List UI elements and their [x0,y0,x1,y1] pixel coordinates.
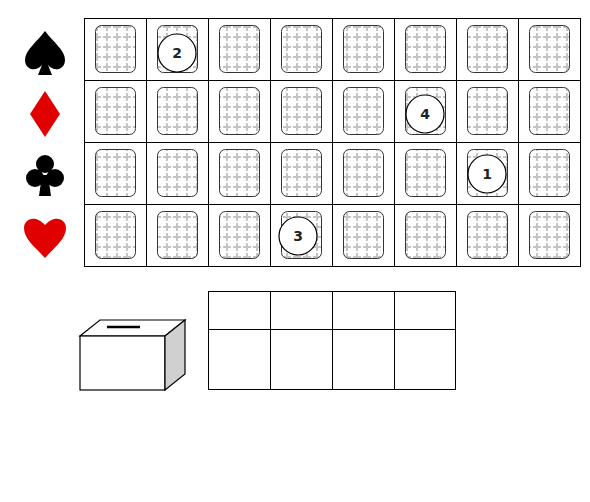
grid-line [84,204,580,205]
grid-line [84,80,580,81]
callout-circle: 4 [405,94,445,134]
callout-circle: 1 [467,154,507,194]
empty-table [208,291,456,390]
face-down-card [220,26,260,73]
face-down-card [282,26,322,73]
callout-circle: 2 [157,33,197,73]
face-down-card [468,88,508,135]
face-down-card [158,212,198,259]
face-down-card [344,150,384,197]
face-down-card [158,150,198,197]
face-down-card [158,88,198,135]
face-down-card [468,212,508,259]
face-down-card [406,26,446,73]
face-down-card [468,26,508,73]
face-down-card [530,212,570,259]
face-down-card [220,88,260,135]
face-down-card [406,212,446,259]
callout-number: 2 [172,46,182,60]
card-box [80,320,185,390]
face-down-card [282,150,322,197]
face-down-card [158,26,198,73]
face-down-card [406,150,446,197]
diamond-symbol [30,91,60,137]
face-down-card [344,212,384,259]
club-symbol [26,155,64,196]
face-down-card [220,212,260,259]
callout-number: 1 [482,167,492,181]
face-down-card [282,88,322,135]
spade-symbol [25,31,65,75]
face-down-card [530,88,570,135]
callout-circle: 3 [278,216,318,256]
grid-line [84,142,580,143]
card-grid [84,18,581,267]
suit-symbols [24,31,66,258]
face-down-card [96,26,136,73]
face-down-card [468,150,508,197]
callout-number: 4 [420,107,430,121]
face-down-card [530,150,570,197]
face-down-card [96,150,136,197]
heart-symbol [24,219,66,258]
face-down-card [530,26,570,73]
face-down-card [220,150,260,197]
callout-number: 3 [293,229,303,243]
grid-frame [85,19,581,267]
face-down-card [344,88,384,135]
face-down-card [96,88,136,135]
face-down-card [406,88,446,135]
face-down-card [96,212,136,259]
face-down-card [344,26,384,73]
